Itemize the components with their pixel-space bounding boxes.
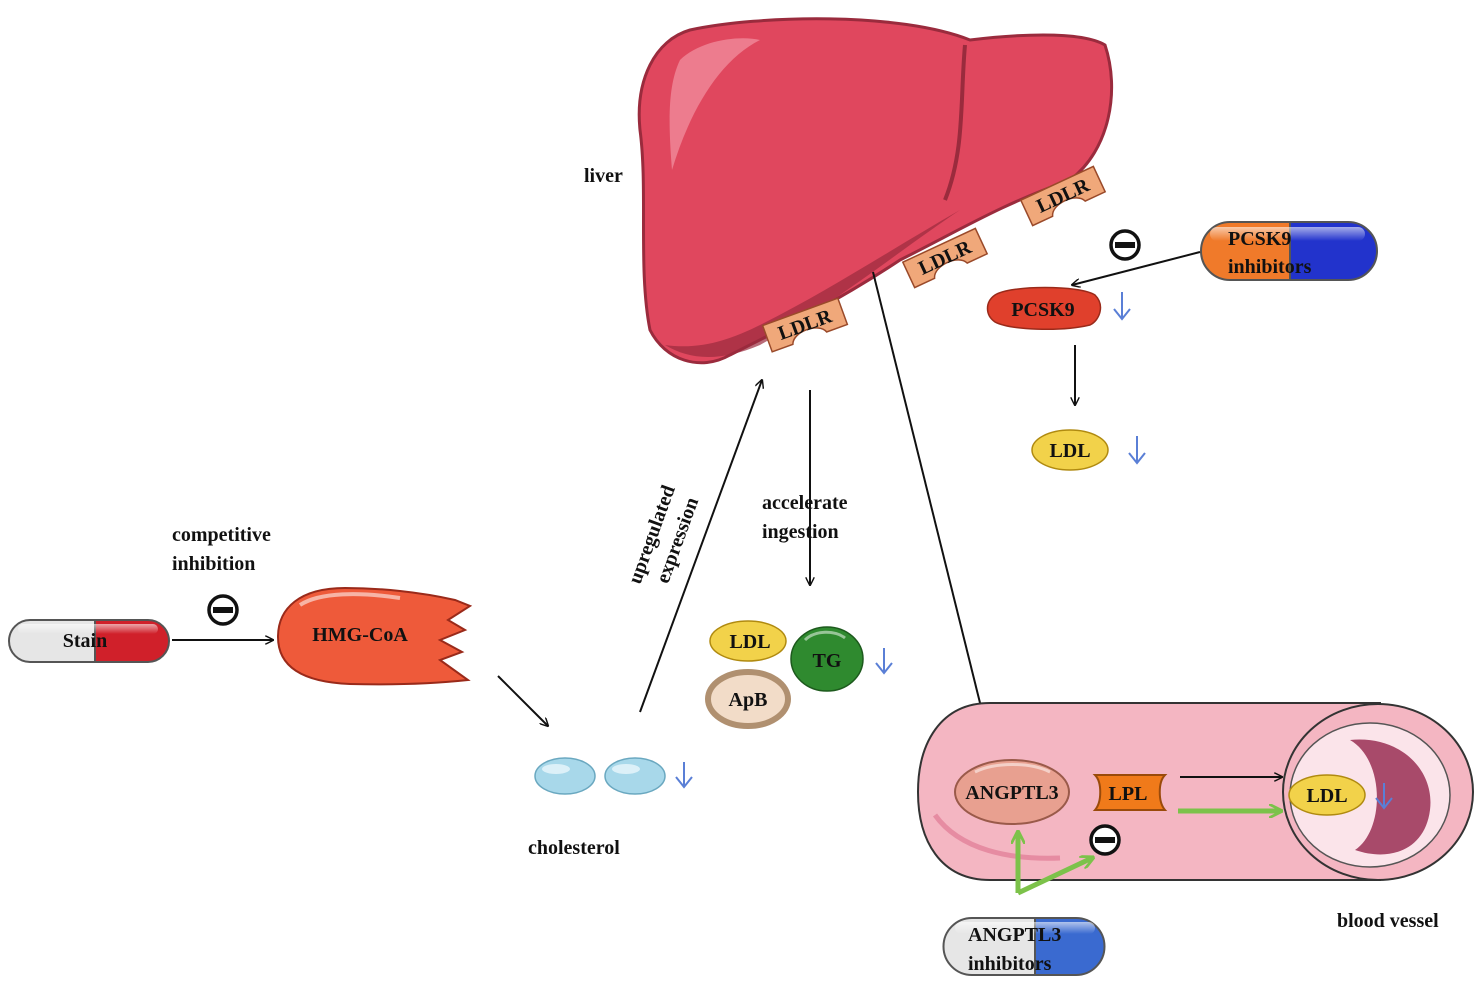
- ldl-particle-right: LDL: [1031, 429, 1109, 471]
- hmg-coa-label: HMG-CoA: [312, 624, 408, 646]
- ldl-label: LDL: [1049, 440, 1090, 462]
- cholesterol-label: cholesterol: [528, 837, 620, 859]
- down-arrow-icon: [1113, 292, 1131, 321]
- cholesterol-particles: [534, 757, 666, 795]
- down-arrow-icon: [1128, 436, 1146, 465]
- angptl3-inhibitor-label-line1: ANGPTL3: [968, 924, 1061, 946]
- statin-label: Stain: [63, 630, 107, 652]
- upregulated-expression-label: upregulated expression: [624, 482, 703, 586]
- lpl-label: LPL: [1109, 783, 1148, 805]
- ldl-label: LDL: [729, 631, 770, 653]
- liver-highlight: [669, 38, 760, 171]
- tg-particle: TG: [790, 626, 864, 692]
- liver-lobe-divider: [943, 44, 967, 201]
- angptl3-label: ANGPTL3: [965, 782, 1058, 804]
- pcsk9-inhibitor-label-line1: PCSK9: [1228, 228, 1291, 250]
- apb-particle: ApB: [705, 669, 791, 729]
- tg-label: TG: [813, 650, 842, 672]
- ldl-particle-vessel: LDL: [1288, 774, 1366, 816]
- minus-circle-icon: [207, 594, 239, 626]
- liver-to-vessel-arrow: [872, 271, 983, 715]
- minus-circle-icon: [1089, 824, 1121, 856]
- liver-organ: [637, 17, 1114, 365]
- pcsk9-label: PCSK9: [1011, 299, 1074, 321]
- statin-pill: Stain: [8, 619, 170, 663]
- accelerate-ingestion-label-line2: ingestion: [762, 521, 839, 543]
- apb-label: ApB: [729, 689, 768, 711]
- ldl-label: LDL: [1306, 785, 1347, 807]
- down-arrow-icon: [1375, 783, 1393, 810]
- upregulated-expression-arrow: [639, 380, 762, 713]
- competitive-inhibition-label-line1: competitive: [172, 524, 271, 546]
- down-arrow-icon: [675, 762, 693, 789]
- blood-vessel-label: blood vessel: [1337, 910, 1439, 932]
- blood-vessel: [916, 702, 1474, 881]
- hmg-coa-to-cholesterol-arrow: [497, 675, 548, 726]
- angptl3-inhibitor-green-arrow-right: [1016, 858, 1092, 896]
- pcsk9-inhibit-arrow: [1072, 251, 1201, 285]
- liver-shape: [637, 17, 1114, 365]
- accelerate-ingestion-label-line1: accelerate: [762, 492, 848, 514]
- liver-label: liver: [584, 165, 623, 187]
- pcsk9-inhibitor-label-line2: inhibitors: [1228, 256, 1312, 278]
- ldl-particle-center: LDL: [709, 620, 787, 662]
- angptl3-inhibitor-label-line2: inhibitors: [968, 953, 1052, 975]
- hmg-coa-enzyme: HMG-CoA: [276, 586, 473, 686]
- minus-circle-icon: [1109, 229, 1141, 261]
- lpl-enzyme: LPL: [1092, 774, 1168, 811]
- angptl3-inhibitor-pill: ANGPTL3 inhibitors: [942, 917, 1106, 976]
- down-arrow-icon: [875, 648, 893, 675]
- pcsk9-protein: PCSK9: [986, 286, 1102, 331]
- competitive-inhibition-label-line2: inhibition: [172, 553, 255, 575]
- angptl3-protein: ANGPTL3: [954, 759, 1070, 825]
- pcsk9-inhibitor-pill: PCSK9 inhibitors: [1200, 221, 1378, 281]
